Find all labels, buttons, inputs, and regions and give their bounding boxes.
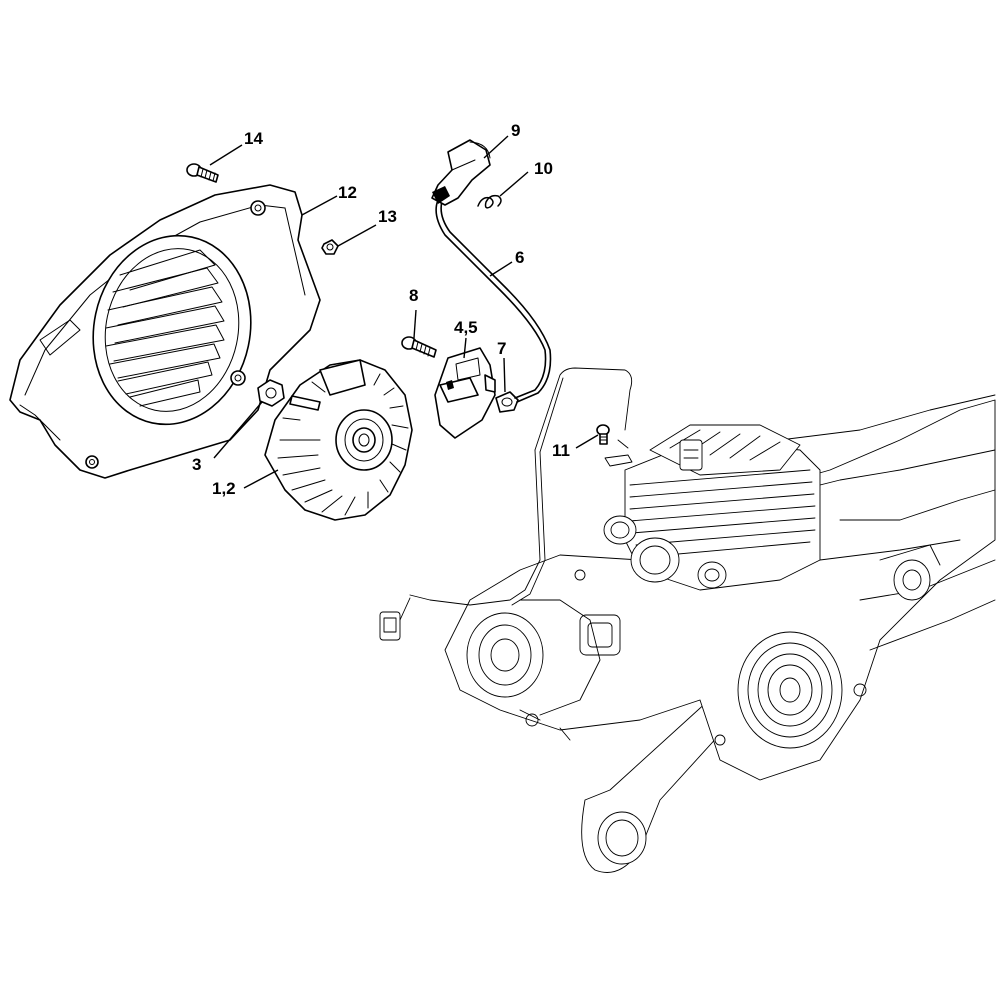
callout-14: 14	[244, 129, 263, 148]
ignition-lead-part-6	[435, 197, 552, 403]
leader-14	[209, 144, 243, 166]
ignition-module-part-4-5	[434, 347, 496, 439]
spring-part-10	[477, 194, 502, 209]
callout-6: 6	[515, 248, 524, 267]
screw-part-8	[401, 336, 437, 358]
leader-9	[483, 135, 509, 159]
engine-crankcase-background	[379, 367, 996, 873]
leader-1-2	[243, 469, 279, 489]
leader-4-5	[463, 337, 467, 359]
leader-12	[301, 195, 338, 216]
screw-part-11	[596, 424, 610, 445]
callout-labels: 14 12 13 9 10 6 8 4,5 7 3 1,2 11	[192, 121, 570, 498]
spark-plug-boot-part-9	[431, 139, 491, 206]
callout-1-2: 1,2	[212, 479, 236, 498]
nut-part-3	[257, 379, 285, 407]
leader-6	[489, 261, 513, 277]
fan-housing-grille	[105, 249, 225, 407]
callout-9: 9	[511, 121, 520, 140]
callout-12: 12	[338, 183, 357, 202]
grommet-part-7	[495, 391, 519, 413]
callout-8: 8	[409, 286, 418, 305]
leader-3	[213, 401, 263, 459]
callout-3: 3	[192, 455, 201, 474]
callout-13: 13	[378, 207, 397, 226]
leader-lines	[209, 135, 599, 489]
fan-housing-part-12	[9, 184, 321, 479]
callout-7: 7	[497, 339, 506, 358]
leader-8	[413, 309, 417, 339]
callout-11: 11	[552, 441, 570, 460]
leader-7	[503, 357, 506, 393]
leader-10	[499, 171, 529, 197]
screw-part-14	[186, 163, 219, 183]
callout-4-5: 4,5	[454, 318, 478, 337]
leader-13	[337, 224, 377, 247]
callout-10: 10	[534, 159, 553, 178]
leader-11	[575, 434, 599, 449]
flywheel-part-1-2	[264, 359, 413, 521]
sleeve-part-13	[321, 239, 339, 255]
